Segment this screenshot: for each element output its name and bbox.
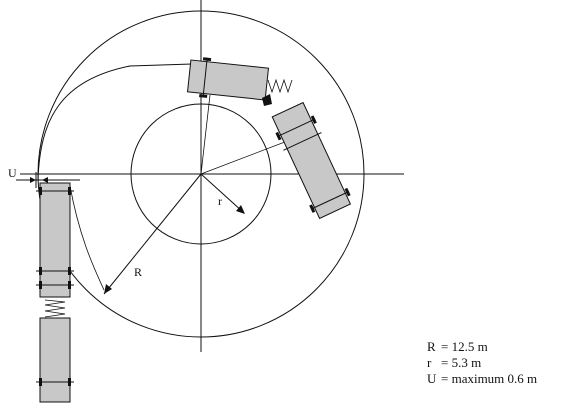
turning-vehicle (186, 57, 352, 220)
legend: R = 12.5 m r = 5.3 m U = maximum 0.6 m (427, 339, 537, 386)
legend-value-U: = maximum 0.6 m (441, 371, 537, 386)
inner-turning-circle (130, 103, 272, 245)
radius-to-trailer (200, 139, 291, 175)
radius-R-arrowhead (104, 284, 112, 294)
legend-symbol-r: r (427, 355, 432, 370)
u-arrow-right (30, 177, 36, 183)
legend-symbol-U: U (427, 371, 437, 386)
turning-coupling-spring (267, 78, 293, 94)
legend-value-R: = 12.5 m (441, 339, 488, 354)
legend-symbol-R: R (427, 339, 436, 354)
straight-tractor-body (39, 182, 71, 298)
swept-path (37, 63, 193, 181)
swept-path-inner (69, 185, 105, 291)
radius-r-arrowhead (236, 205, 245, 214)
turning-trailer-body (271, 101, 352, 220)
u-arrow-left (42, 177, 48, 183)
radius-r-line (200, 173, 244, 213)
straight-coupling-spring (44, 299, 66, 318)
radius-R-line (103, 173, 202, 295)
label-r: r (218, 194, 222, 208)
label-U: U (8, 166, 17, 180)
straight-vehicle (36, 182, 74, 403)
legend-value-r: = 5.3 m (441, 355, 481, 370)
straight-trailer-body (39, 317, 71, 403)
radius-to-front (200, 94, 211, 175)
turning-front-body (186, 59, 270, 101)
label-R: R (134, 265, 142, 279)
hitch-marker (262, 94, 272, 106)
